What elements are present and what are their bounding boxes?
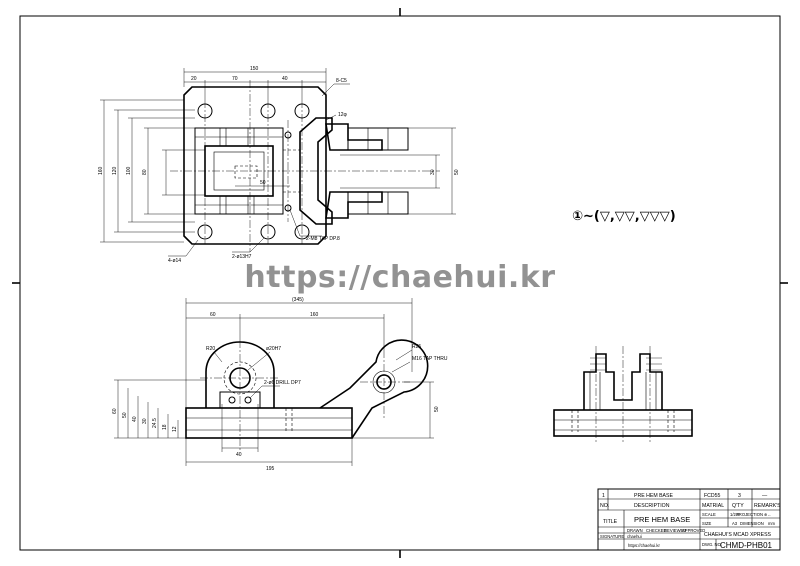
tb-signature-value: chaehui: [627, 534, 642, 539]
tb-role-reviewed: REVIEWED: [664, 528, 686, 533]
dim-overall-345: (345): [292, 297, 304, 303]
tb-title-label: TITLE: [603, 519, 618, 525]
tb-role-checked: CHECKED: [646, 528, 666, 533]
tb-header-material: MATRIAL: [702, 503, 724, 509]
dim-stack-3: 30: [142, 418, 148, 424]
tb-url: https://chaehui.kr: [628, 543, 660, 548]
dim-195: 195: [266, 466, 275, 472]
tb-header-remark: REMARK'S: [754, 503, 781, 509]
dim-stack-6: 12: [172, 426, 178, 432]
dim-seg3: 40: [282, 76, 288, 82]
side-view: [553, 346, 693, 442]
tb-dimension-label: DIMENSION: [740, 521, 764, 526]
tb-projection-label: PROJECTION: [736, 512, 763, 517]
dim-stack-0: 60: [112, 408, 118, 414]
tb-row1-no: 1: [602, 493, 605, 499]
dim-stack-1: 50: [122, 412, 128, 418]
dim-right-50: 50: [454, 169, 460, 175]
title-block: 1 PRE HEM BASE FCD55 3 — NO. DESCRIPTION…: [597, 488, 781, 551]
dim-40: 40: [236, 452, 242, 458]
dim-bore: ø20H7: [266, 346, 281, 352]
dim-bolt-holes: 4-ø14: [168, 258, 181, 264]
dim-stack-5: 18: [162, 424, 168, 430]
dim-pin-holes: 2-ø13H7: [232, 254, 252, 260]
dim-h50: 50: [434, 406, 440, 412]
tb-row1-material: FCD55: [704, 493, 721, 499]
dim-center-50: 50: [260, 180, 266, 186]
tb-header-no: NO.: [600, 503, 609, 509]
tb-role-approved: APPROVED: [682, 528, 705, 533]
dim-h-120: 120: [112, 166, 118, 175]
dim-r25: R25: [412, 344, 421, 350]
tb-company: CHAEHUI'S MCAD XPRESS: [704, 532, 772, 538]
dim-corner-chamfer: 8-C5: [336, 78, 347, 84]
tb-row1-description: PRE HEM BASE: [634, 493, 673, 499]
dim-h-outer: 160: [98, 166, 104, 175]
dim-right-30: 30: [430, 169, 436, 175]
dim-stack-2: 40: [132, 416, 138, 422]
tb-dwg-value: CHMD-PHB01: [720, 541, 773, 550]
surface-roughness-note: ①∼(▽,▽▽,▽▽▽): [572, 209, 676, 224]
tb-size-label: SIZE: [702, 521, 712, 526]
tb-scale-label: SCALE: [702, 512, 716, 517]
dim-tap-thru: M16 TAP THRU: [412, 356, 448, 362]
tb-row1-remark: —: [762, 493, 768, 499]
tb-size-value: A3: [732, 521, 738, 526]
dim-drill: 2-ø6 DRILL DP7: [264, 380, 301, 386]
dim-r20: R20: [206, 346, 215, 352]
dim-tap-holes: 2-M8 TAP DP.8: [306, 236, 340, 242]
dim-h-100: 100: [126, 166, 132, 175]
dim-r12: 12φ: [338, 112, 348, 118]
tb-dimension-value: mm: [768, 521, 775, 526]
drawing-frame: [12, 8, 788, 558]
tb-title-value: PRE HEM BASE: [634, 515, 690, 524]
dim-160: 160: [310, 312, 319, 318]
watermark-text: https://chaehui.kr: [244, 260, 556, 295]
front-view: (345) 60 160 40 195 R20 ø20H7 2-ø6 DRILL…: [112, 297, 448, 472]
tb-row1-qty: 3: [738, 493, 741, 499]
tb-scale-value: 1/2.5: [730, 512, 740, 517]
dim-seg2: 70: [232, 76, 238, 82]
tb-header-qty: Q'TY: [732, 503, 744, 509]
tb-header-description: DESCRIPTION: [634, 503, 670, 509]
tb-projection-value: ⊕←: [764, 512, 772, 517]
tb-role-drawn: DRAWN: [627, 528, 643, 533]
dim-overall-width: 150: [250, 66, 259, 72]
dim-h-80: 80: [142, 169, 148, 175]
dim-stack-4: 24.5: [152, 418, 158, 428]
dim-60: 60: [210, 312, 216, 318]
tb-dwg-label: DWG. NO.: [702, 542, 722, 547]
tb-signature-label: SIGNATURE: [600, 534, 624, 539]
top-view: 150 20 70 40 8-C5 12φ 160 120 100 80 50 …: [98, 66, 460, 264]
dim-seg1: 20: [191, 76, 197, 82]
